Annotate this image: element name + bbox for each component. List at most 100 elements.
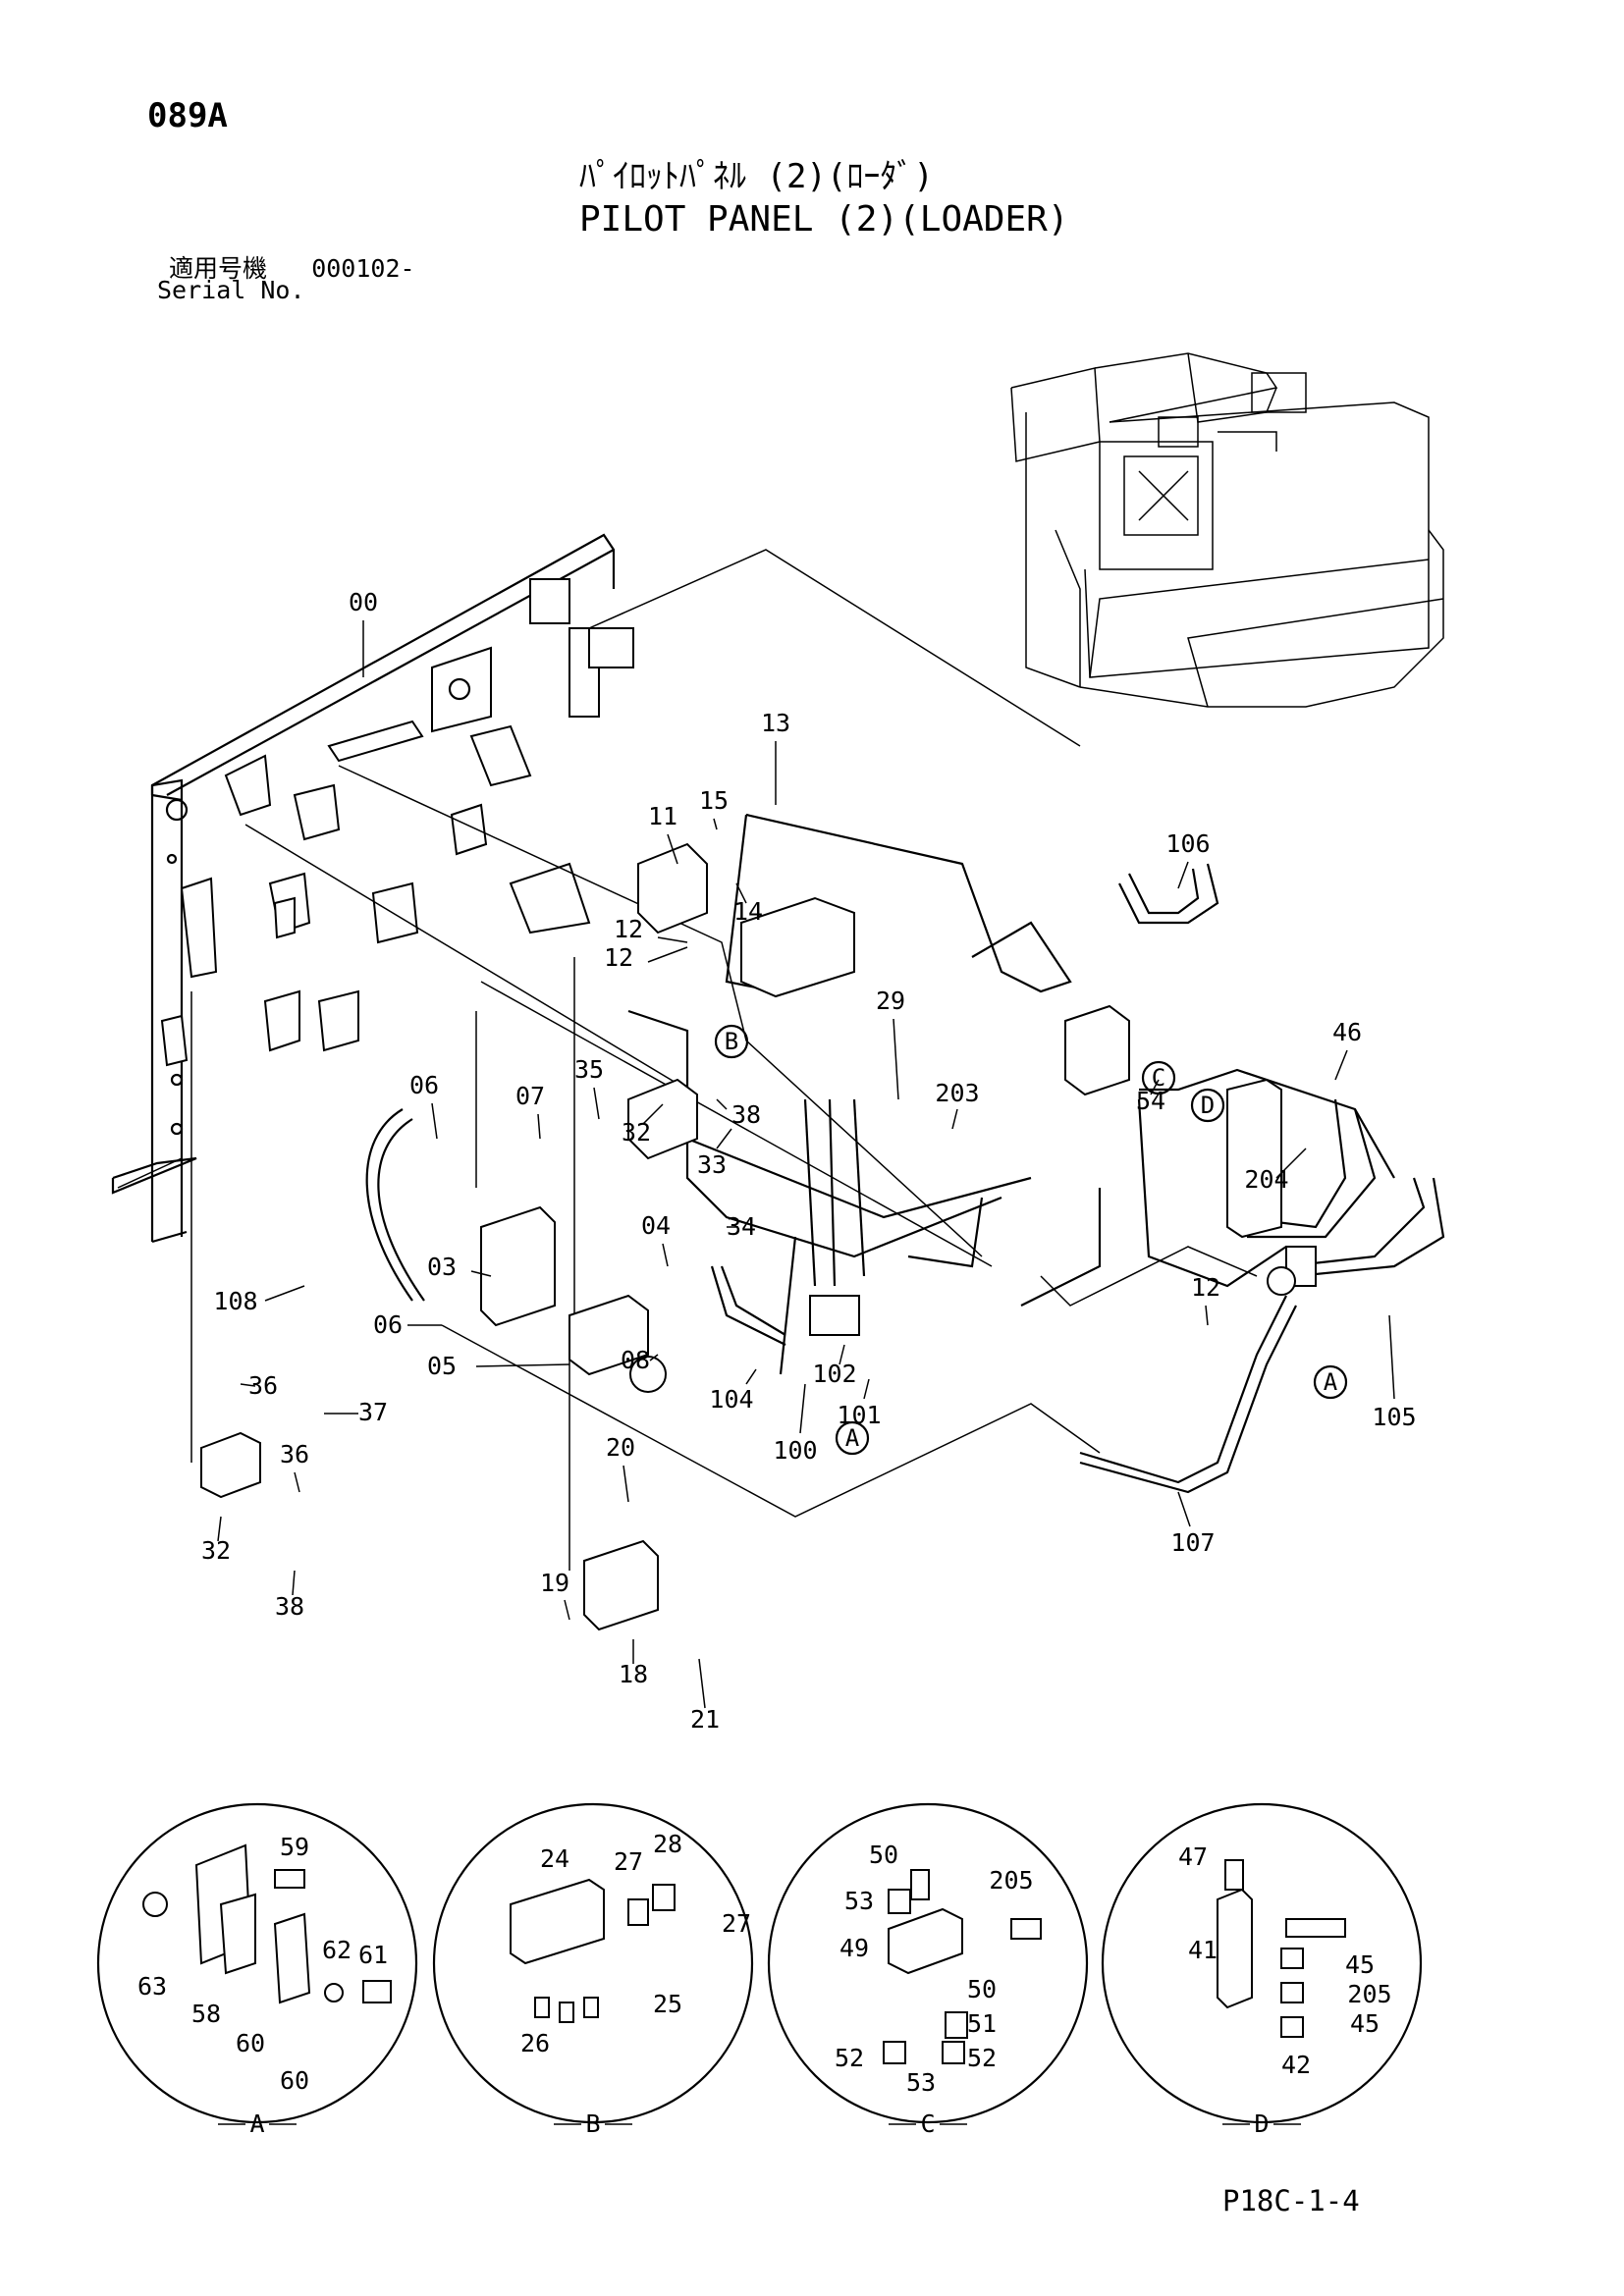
detail-c-callout-8: 53: [906, 2068, 936, 2097]
callout-100: 100: [773, 1436, 817, 1465]
leader-line: [662, 1243, 669, 1267]
detail-a-callout-4: 61: [358, 1941, 388, 1969]
detail-c-callout-7: 52: [967, 2044, 997, 2072]
detail-a-callout-2: 58: [191, 2000, 221, 2028]
leader-line: [642, 1103, 664, 1125]
leader-line: [593, 1087, 600, 1120]
detail-b-callout-2: 28: [653, 1830, 682, 1858]
leader-line: [893, 1018, 899, 1100]
leader-line: [470, 1270, 492, 1277]
reference-0: A: [845, 1424, 860, 1452]
callout-06: 06: [409, 1071, 439, 1099]
callout-08: 08: [621, 1346, 650, 1374]
leader-line: [1205, 1305, 1209, 1326]
leader-line: [713, 818, 718, 830]
reference-circle: [1190, 1088, 1225, 1123]
detail-d-callout-1: 41: [1188, 1936, 1218, 1964]
leader-line: [537, 1113, 541, 1140]
reference-circle: [1141, 1060, 1176, 1095]
leader-line: [264, 1285, 305, 1302]
callout-05: 05: [427, 1352, 457, 1380]
callout-29: 29: [876, 987, 905, 1015]
detail-c-callout-1: 205: [989, 1866, 1033, 1895]
detail-a-callout-0: 59: [280, 1833, 309, 1861]
reference-4: D: [1201, 1092, 1215, 1119]
callout-35: 35: [574, 1055, 604, 1084]
reference-circle: [835, 1420, 870, 1456]
title-english: PILOT PANEL (2)(LOADER): [579, 199, 1069, 240]
detail-label-1: B: [585, 2109, 600, 2138]
detail-d-callout-5: 42: [1281, 2051, 1311, 2079]
page-reference: P18C-1-4: [1222, 2184, 1360, 2217]
callout-203: 203: [935, 1079, 979, 1107]
callout-108: 108: [213, 1287, 257, 1315]
detail-d-callout-3: 205: [1347, 1980, 1391, 2008]
reference-circle: [714, 1024, 749, 1059]
detail-b-callout-5: 25: [653, 1990, 682, 2018]
callout-107: 107: [1170, 1528, 1215, 1557]
callout-14: 14: [733, 897, 763, 926]
reference-circle: [1313, 1364, 1348, 1400]
leader-line: [667, 833, 678, 865]
leader-line: [1177, 861, 1189, 889]
callout-13: 13: [761, 709, 790, 737]
callout-33: 33: [697, 1150, 727, 1179]
leader-line: [1388, 1314, 1395, 1400]
detail-b-callout-4: 26: [520, 2029, 550, 2057]
detail-b-callout-3: 27: [722, 1909, 751, 1938]
leader-line: [799, 1383, 806, 1434]
detail-b-callout-0: 24: [540, 1844, 569, 1873]
leader-line: [839, 1344, 845, 1365]
leader-line: [735, 882, 747, 904]
leader-line: [292, 1570, 296, 1596]
serial-label-english: Serial No.: [157, 276, 305, 304]
callout-19: 19: [540, 1569, 569, 1597]
leader-line: [1334, 1049, 1348, 1081]
detail-c-callout-5: 51: [967, 2009, 997, 2038]
leader-line: [657, 936, 688, 943]
detail-d-callout-0: 47: [1178, 1842, 1208, 1871]
detail-c-callout-6: 52: [835, 2044, 864, 2072]
callout-37: 37: [358, 1398, 388, 1426]
callout-36: 36: [280, 1440, 309, 1468]
detail-b-callout-1: 27: [614, 1847, 643, 1876]
components: [200, 842, 1317, 1631]
detail-a-callout-1: 63: [137, 1972, 167, 2001]
leader-line: [649, 1354, 659, 1362]
reference-1: A: [1324, 1368, 1338, 1396]
callout-38: 38: [275, 1592, 304, 1621]
serial-value: 000102-: [311, 254, 415, 283]
detail-d-callout-2: 45: [1345, 1950, 1375, 1979]
callout-32: 32: [201, 1536, 231, 1565]
detail-a-callout-5: 60: [236, 2029, 265, 2057]
callout-04: 04: [641, 1211, 671, 1240]
callout-46: 46: [1332, 1018, 1362, 1046]
detail-circle-b: [432, 1802, 754, 2124]
callout-32: 32: [622, 1118, 651, 1147]
callout-00: 00: [349, 588, 378, 616]
title-japanese: ﾊﾟｲﾛｯﾄﾊﾟﾈﾙ (2)(ﾛｰﾀﾞ): [579, 157, 934, 196]
detail-label-3: D: [1254, 2109, 1269, 2138]
serial-line-japanese: 適用号機 000102-: [169, 249, 415, 285]
detail-c-callout-0: 50: [869, 1841, 898, 1869]
leader-line: [240, 1383, 256, 1387]
leader-line: [1177, 1491, 1191, 1527]
detail-circle-d: [1101, 1802, 1423, 2124]
pilot-lines: [365, 813, 1445, 1494]
leader-line: [647, 946, 688, 963]
locator-lines: [190, 549, 1258, 1571]
detail-c-callout-2: 53: [844, 1887, 874, 1915]
callout-07: 07: [515, 1082, 545, 1110]
callout-06: 06: [373, 1310, 403, 1339]
leader-line: [951, 1108, 958, 1130]
leader-line: [431, 1102, 438, 1140]
callout-12: 12: [604, 943, 633, 972]
callout-106: 106: [1165, 829, 1210, 858]
leader-line: [623, 1465, 629, 1503]
